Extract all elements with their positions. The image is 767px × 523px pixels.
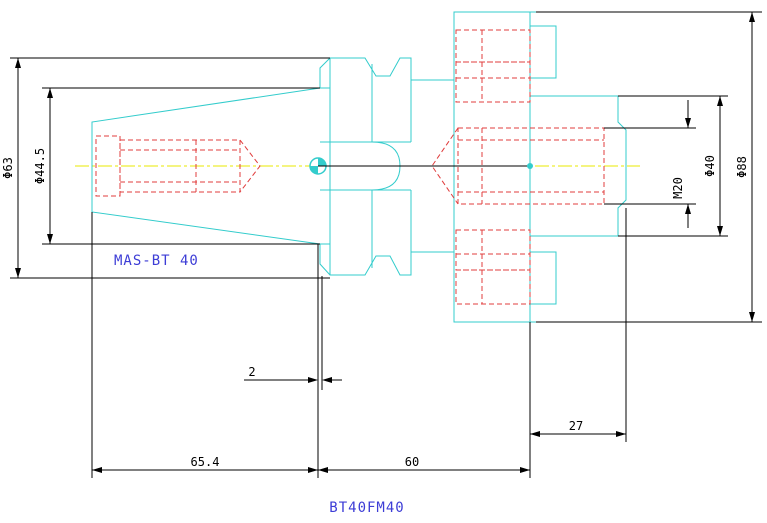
central-bore bbox=[457, 127, 605, 205]
dim-gap-label: 2 bbox=[248, 365, 255, 379]
taper-bore bbox=[95, 135, 121, 197]
arrow-pilot-left bbox=[530, 431, 540, 437]
central-bore-point bbox=[431, 127, 459, 205]
arrow-body-right bbox=[520, 467, 530, 473]
face-center-marker bbox=[527, 163, 533, 169]
bolt-hole-lower-2 bbox=[455, 269, 531, 305]
arrow-dia-gauge-bottom bbox=[47, 234, 53, 244]
taper-thread bbox=[119, 139, 241, 193]
part-number-label: BT40FM40 bbox=[329, 500, 404, 516]
dim-dia-gauge-label: Φ44.5 bbox=[33, 148, 47, 184]
arrow-dia-pilot-bottom bbox=[717, 226, 723, 236]
bolt-hole-upper-1 bbox=[455, 29, 531, 63]
arrow-pilot-right bbox=[616, 431, 626, 437]
pilot-outline bbox=[530, 95, 627, 237]
dim-body-length-label: 60 bbox=[405, 455, 419, 469]
dim-dia-face-label: Φ88 bbox=[735, 156, 749, 178]
dim-dia-flange-label: Φ63 bbox=[1, 157, 15, 179]
dim-taper-length-label: 65.4 bbox=[191, 455, 220, 469]
drive-key-top bbox=[529, 25, 557, 79]
face-flange bbox=[453, 11, 531, 323]
arrow-dia-flange-top bbox=[15, 58, 21, 68]
dim-pilot-length-label: 27 bbox=[569, 419, 583, 433]
dimension-labels: Φ63 Φ44.5 Φ88 Φ40 M20 2 65.4 60 27 bbox=[1, 148, 749, 469]
arrow-thread-bottom bbox=[685, 204, 691, 214]
hidden-features bbox=[95, 29, 605, 305]
gauge-point-fill-a bbox=[318, 158, 326, 166]
flange-upper bbox=[319, 57, 412, 142]
arrow-body-left bbox=[318, 467, 328, 473]
arrow-gap-left bbox=[308, 377, 318, 383]
dim-dia-pilot-label: Φ40 bbox=[703, 155, 717, 177]
dim-thread-label: M20 bbox=[671, 177, 685, 199]
arrow-taper-right bbox=[308, 467, 318, 473]
arrow-dia-pilot-top bbox=[717, 96, 723, 106]
flange-lower bbox=[319, 190, 412, 276]
center-markers bbox=[309, 157, 533, 175]
gauge-point-fill-b bbox=[310, 166, 318, 174]
arrow-dia-gauge-top bbox=[47, 88, 53, 98]
arrow-thread-top bbox=[685, 118, 691, 128]
arrow-gap-right bbox=[322, 377, 332, 383]
arrow-dia-flange-bottom bbox=[15, 268, 21, 278]
holder-name-label: MAS-BT 40 bbox=[114, 253, 199, 269]
dimension-lines bbox=[10, 11, 762, 478]
taper-drill-point bbox=[239, 139, 261, 193]
arrow-dia-face-top bbox=[749, 12, 755, 22]
arrow-dia-face-bottom bbox=[749, 312, 755, 322]
bolt-hole-lower-1 bbox=[455, 229, 531, 271]
arrowheads bbox=[15, 12, 755, 473]
arrow-taper-left bbox=[92, 467, 102, 473]
bolt-hole-upper-2 bbox=[455, 61, 531, 103]
drive-key-bottom bbox=[529, 251, 557, 305]
